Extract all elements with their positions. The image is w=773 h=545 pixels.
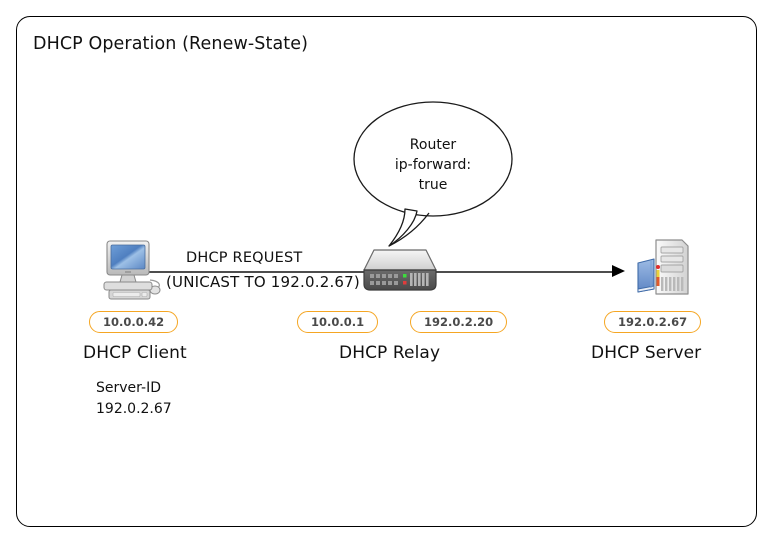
- page-title: DHCP Operation (Renew-State): [33, 34, 309, 54]
- callout-shape-icon: [353, 101, 513, 247]
- node-label-server: DHCP Server: [591, 343, 702, 363]
- callout-line-3: true: [418, 177, 448, 193]
- callout-line-1: Router: [409, 137, 457, 153]
- client-server-id-note: Server-ID 192.0.2.67: [96, 378, 172, 420]
- client-note-line-2: 192.0.2.67: [96, 401, 172, 417]
- server-tower-icon: [632, 236, 694, 298]
- client-note-line-1: Server-ID: [96, 380, 161, 396]
- ip-badge-relay-lan: 10.0.0.1: [297, 311, 379, 333]
- node-label-client: DHCP Client: [83, 343, 187, 363]
- node-label-relay: DHCP Relay: [339, 343, 441, 363]
- link-client-to-relay: [148, 271, 366, 273]
- callout-text: Router ip-forward: true: [343, 135, 523, 195]
- ip-badge-client: 10.0.0.42: [89, 311, 179, 333]
- desktop-computer-icon: [98, 240, 168, 302]
- flow-message-sublabel: (UNICAST TO 192.0.2.67): [166, 273, 360, 291]
- router-callout-bubble: Router ip-forward: true: [343, 97, 523, 247]
- ip-badge-server: 192.0.2.67: [604, 311, 702, 333]
- ip-badge-relay-wan: 192.0.2.20: [410, 311, 508, 333]
- arrowhead-icon: [612, 264, 625, 277]
- callout-line-2: ip-forward:: [394, 157, 472, 173]
- network-switch-icon: [360, 248, 440, 294]
- link-relay-to-server: [436, 271, 618, 273]
- flow-message-label: DHCP REQUEST: [186, 250, 303, 266]
